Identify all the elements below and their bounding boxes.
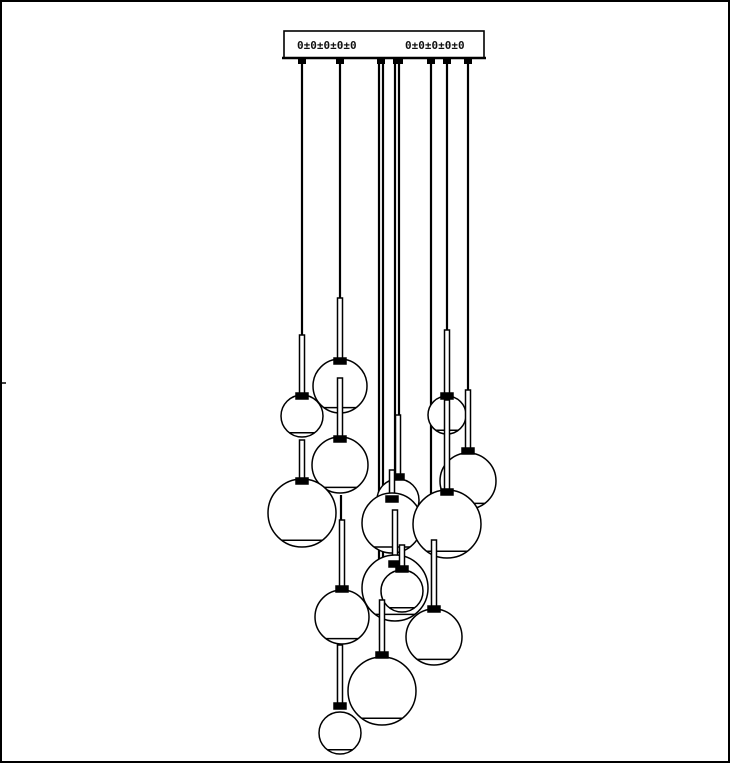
pendant-lamps: [267, 297, 497, 755]
lamp-holder-tube: [336, 644, 344, 708]
glass-globe: [347, 656, 417, 726]
globe-collar: [333, 435, 347, 443]
globe-collar: [333, 357, 347, 365]
glass-globe: [318, 711, 362, 755]
globe-collar: [461, 447, 475, 455]
pendant-lamp: [405, 539, 463, 666]
ceiling-canopy: 0±0±0±0±0 0±0±0±0±0: [282, 30, 486, 64]
lamp-holder-tube: [394, 414, 402, 479]
pendant-lamp: [311, 377, 369, 494]
glass-globe: [280, 394, 324, 438]
glass-globe: [314, 589, 370, 645]
lamp-holder-tube: [443, 399, 451, 494]
lamp-holder-tube: [430, 539, 438, 611]
globe-collar: [295, 477, 309, 485]
pendant-lamp: [318, 644, 362, 755]
canopy-marking-left: 0±0±0±0±0: [297, 39, 357, 52]
lamp-holder-tube: [378, 599, 386, 657]
canopy-plate: [283, 30, 485, 59]
globe-collar: [375, 651, 389, 659]
pendant-lamp: [314, 519, 370, 645]
globe-collar: [385, 495, 399, 503]
globe-collar: [427, 605, 441, 613]
glass-globe: [267, 478, 337, 548]
pendant-lamp: [267, 439, 337, 548]
canopy-cable-grips: [298, 58, 472, 64]
globe-collar: [440, 488, 454, 496]
glass-globe: [412, 489, 482, 559]
lamp-holder-tube: [464, 389, 472, 453]
glass-globe: [380, 569, 424, 613]
globe-collar: [395, 565, 409, 573]
globe-collar: [440, 392, 454, 400]
pendant-lamp: [347, 599, 417, 726]
lamp-holder-tube: [443, 329, 451, 398]
pendant-lamp: [280, 334, 324, 438]
globe-collar: [335, 585, 349, 593]
lamp-holder-tube: [298, 439, 306, 483]
lamp-holder-tube: [336, 377, 344, 441]
lamp-holder-tube: [298, 334, 306, 398]
pendant-lamp: [380, 544, 424, 613]
glass-globe: [405, 608, 463, 666]
globe-collar: [333, 702, 347, 710]
globe-collar: [295, 392, 309, 400]
lamp-holder-tube: [336, 297, 344, 363]
canopy-marking-right: 0±0±0±0±0: [405, 39, 465, 52]
lamp-holder-tube: [338, 519, 346, 591]
